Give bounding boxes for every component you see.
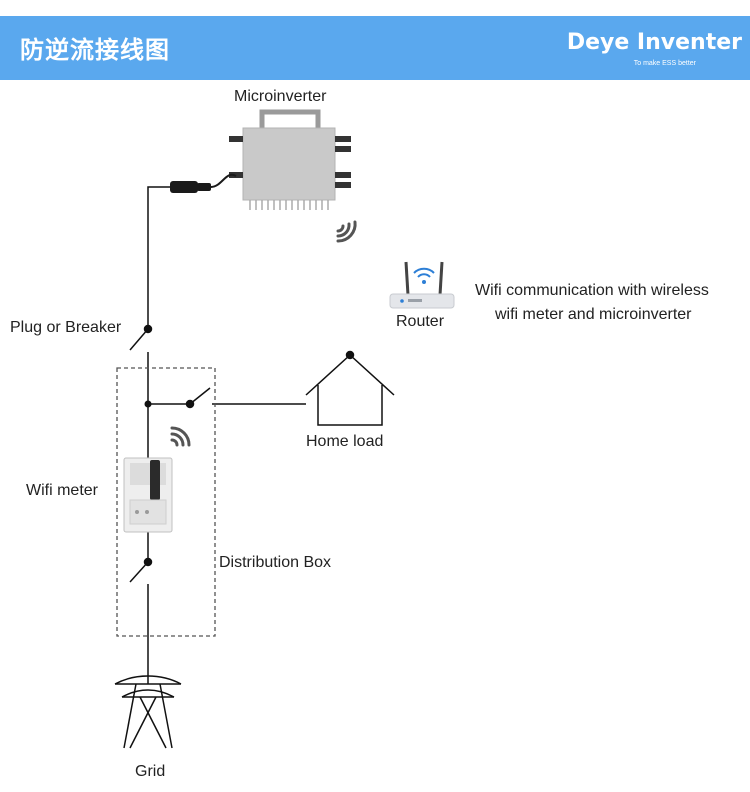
plug-breaker-switch	[129, 324, 153, 351]
plug-or-breaker-label: Plug or Breaker	[10, 319, 122, 336]
home-icon	[305, 350, 395, 426]
router-icon	[389, 261, 455, 309]
grid-label: Grid	[135, 763, 166, 780]
brand-tagline: To make ESS better	[633, 60, 696, 67]
ac-connector-icon	[170, 173, 237, 193]
wifi-note-line2: wifi meter and microinverter	[495, 306, 692, 323]
grid-switch	[129, 557, 153, 583]
junction-dot	[144, 400, 152, 408]
wifi-meter-label: Wifi meter	[26, 482, 98, 499]
page-title: 防逆流接线图	[20, 36, 170, 64]
grid-pylon-icon	[114, 675, 182, 749]
wiring-lines	[147, 186, 306, 676]
home-load-switch	[185, 387, 211, 409]
home-load-label: Home load	[306, 433, 384, 450]
wifi-meter-icon	[123, 457, 173, 533]
microinverter-label: Microinverter	[234, 88, 327, 105]
wifi-note-line1: Wifi communication with wireless	[475, 282, 709, 299]
header-banner: 防逆流接线图 Deye Inventer To make ESS better	[0, 16, 750, 80]
distribution-box-label: Distribution Box	[219, 554, 332, 571]
microinverter-wifi-icon	[336, 220, 357, 243]
microinverter-icon	[229, 109, 351, 210]
distribution-box-outline	[116, 367, 216, 637]
brand-logo-text: Deye Inventer	[566, 30, 742, 55]
meter-wifi-icon	[170, 426, 191, 447]
router-label: Router	[396, 313, 445, 330]
